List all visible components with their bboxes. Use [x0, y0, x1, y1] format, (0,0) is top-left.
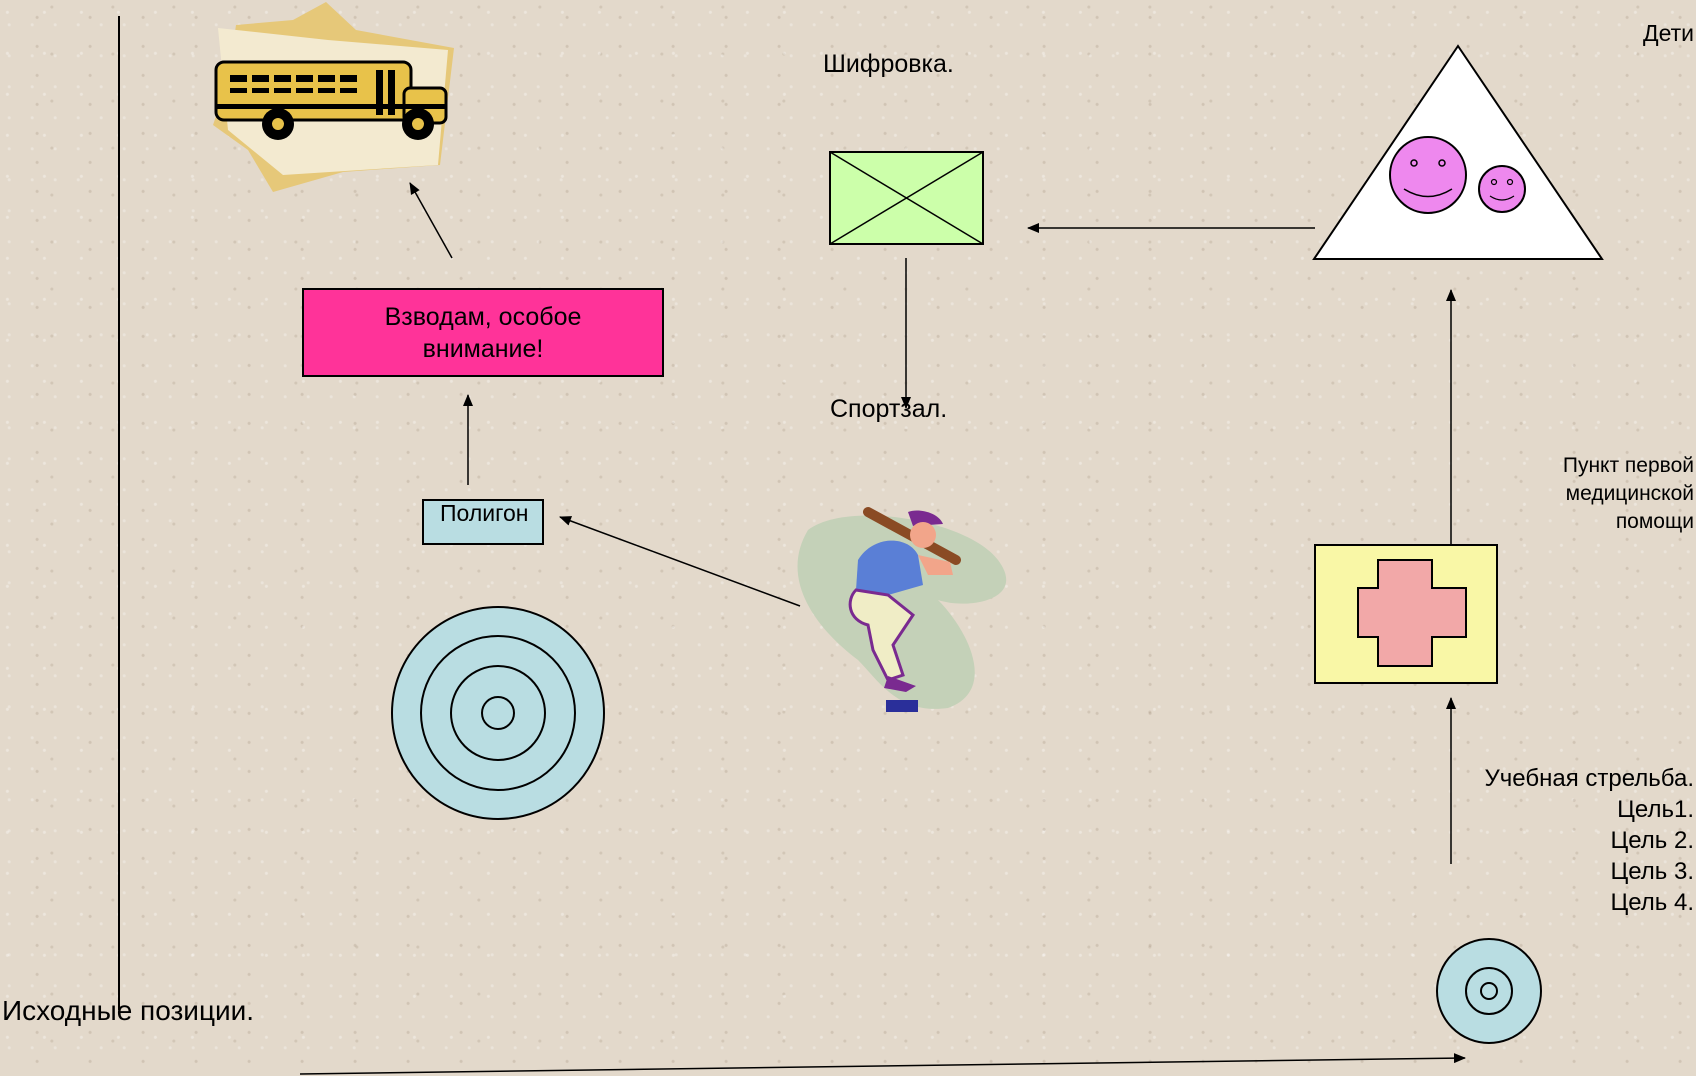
- target-icon: [391, 606, 605, 820]
- arrow-batter-to-polygon: [559, 516, 801, 607]
- platoons-notice-box: Взводам, особое внимание!: [302, 288, 664, 377]
- school-bus-icon: [213, 2, 454, 192]
- target-2-label: Цель 2.: [1610, 827, 1695, 854]
- training-shooting-label: Учебная стрельба.: [1484, 765, 1694, 792]
- target-4-label: Цель 4.: [1610, 889, 1695, 916]
- encryption-label: Шифровка.: [823, 50, 954, 78]
- smiley-faces-triangle-icon: [1312, 44, 1604, 260]
- children-label: Дети: [1643, 20, 1694, 46]
- red-cross-icon: [1314, 544, 1498, 684]
- baseball-batter-icon: [797, 507, 1007, 712]
- start-positions-label: Исходные позиции.: [2, 995, 255, 1026]
- target-3-label: Цель 3.: [1610, 858, 1695, 885]
- polygon-box: Полигон: [422, 499, 544, 545]
- arrow-notice-to-bus: [409, 182, 453, 259]
- platoons-notice-label: Взводам, особое внимание!: [384, 302, 582, 363]
- shooting-targets-list: Учебная стрельба. Цель1. Цель 2. Цель 3.…: [1485, 763, 1694, 918]
- gym-label: Спортзал.: [830, 395, 948, 423]
- arrow-start-to-target: [299, 1053, 1466, 1075]
- polygon-label: Полигон: [440, 500, 529, 526]
- first-aid-label: Пункт первой медицинской помощи: [1562, 454, 1694, 533]
- target-icon: [1436, 938, 1542, 1044]
- target-1-label: Цель1.: [1617, 796, 1694, 823]
- envelope-icon: [829, 151, 984, 245]
